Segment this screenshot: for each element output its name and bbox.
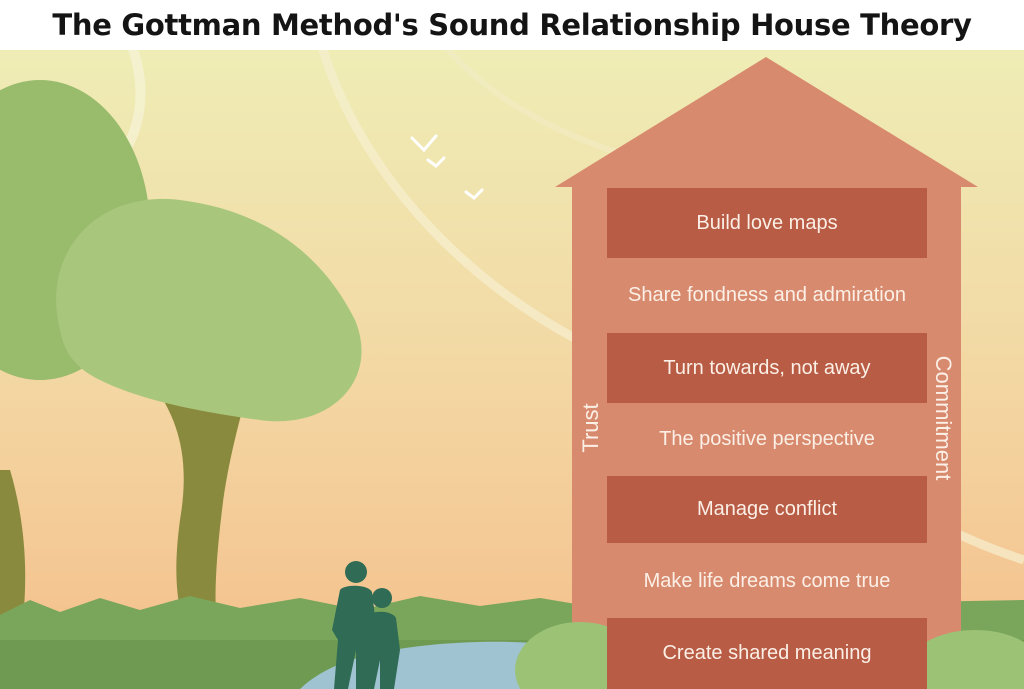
floor-build-love-maps: Build love maps: [607, 188, 927, 258]
wall-label-commitment: Commitment: [931, 355, 956, 481]
floor-turn-towards: Turn towards, not away: [607, 333, 927, 403]
floor-positive-perspective: The positive perspective: [659, 427, 875, 450]
page-title: The Gottman Method's Sound Relationship …: [0, 0, 1024, 50]
people-icon: [332, 561, 400, 689]
tree-icon: [0, 80, 362, 650]
house-body: [572, 186, 961, 689]
floor-life-dreams: Make life dreams come true: [643, 569, 891, 592]
floor-shared-meaning: Create shared meaning: [607, 618, 927, 689]
floor-share-fondness: Share fondness and admiration: [628, 283, 906, 306]
house-roof: [555, 57, 978, 187]
wall-label-trust: Trust: [578, 403, 603, 453]
house: [555, 57, 978, 689]
floor-manage-conflict: Manage conflict: [607, 476, 927, 543]
bird-icon: [410, 134, 484, 200]
